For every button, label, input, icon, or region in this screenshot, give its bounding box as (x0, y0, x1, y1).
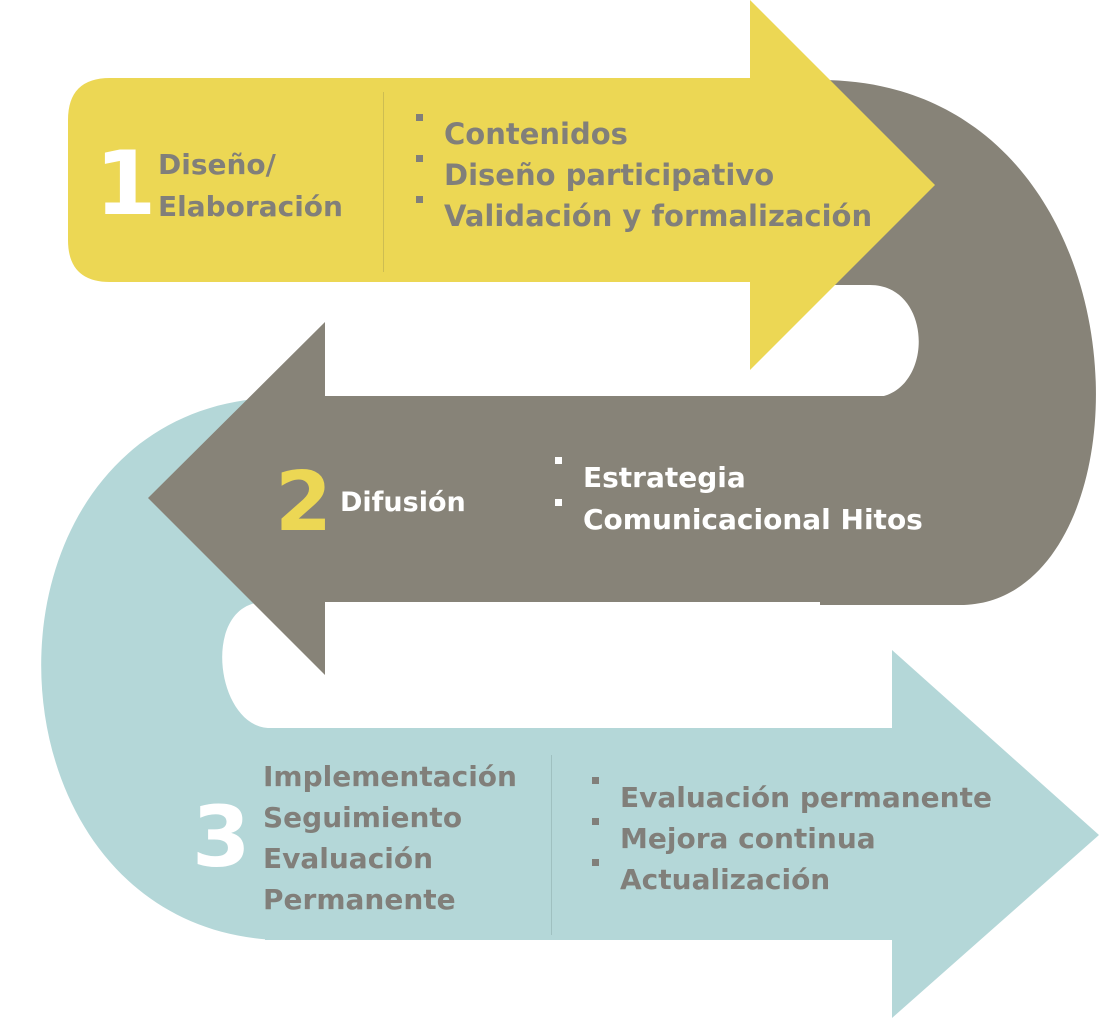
step-1-title-line: Elaboración (158, 190, 343, 223)
step-1-number: 1 (95, 132, 157, 235)
arrow-step-3 (265, 650, 1099, 1018)
step-1-bullet: Contenidos (416, 114, 872, 155)
step-3-title-line: Permanente (263, 883, 456, 916)
step-1-title-line: Diseño/ (158, 148, 276, 181)
step-2-bullet: Estrategia (555, 457, 923, 499)
step-2-title: Difusión (340, 484, 466, 522)
arrow-step-1 (68, 0, 935, 370)
step-2-bullet: Comunicacional Hitos (555, 499, 923, 541)
step-3-divider (551, 755, 552, 935)
step-3-title-line: Implementación (263, 760, 517, 793)
step-3-bullet: Mejora continua (592, 818, 992, 859)
step-3-number: 3 (192, 788, 251, 886)
step-1-title: Diseño/ Elaboración (158, 144, 343, 228)
arrow-step-2 (148, 322, 960, 675)
step-3-title-line: Seguimiento (263, 801, 463, 834)
step-1-bullets: Contenidos Diseño participativo Validaci… (416, 114, 872, 237)
step-1-bullet: Validación y formalización (416, 196, 872, 237)
step-2-title-line: Difusión (340, 487, 466, 518)
step-1-divider (383, 92, 384, 272)
step-3-bullet: Evaluación permanente (592, 777, 992, 818)
step-3-bullets: Evaluación permanente Mejora continua Ac… (592, 777, 992, 900)
step-3-title: Implementación Seguimiento Evaluación Pe… (263, 756, 517, 920)
step-1-bullet: Diseño participativo (416, 155, 872, 196)
step-3-title-line: Evaluación (263, 842, 434, 875)
step-2-number: 2 (275, 455, 333, 550)
step-2-bullets: Estrategia Comunicacional Hitos (555, 457, 923, 541)
step-3-bullet: Actualización (592, 859, 992, 900)
